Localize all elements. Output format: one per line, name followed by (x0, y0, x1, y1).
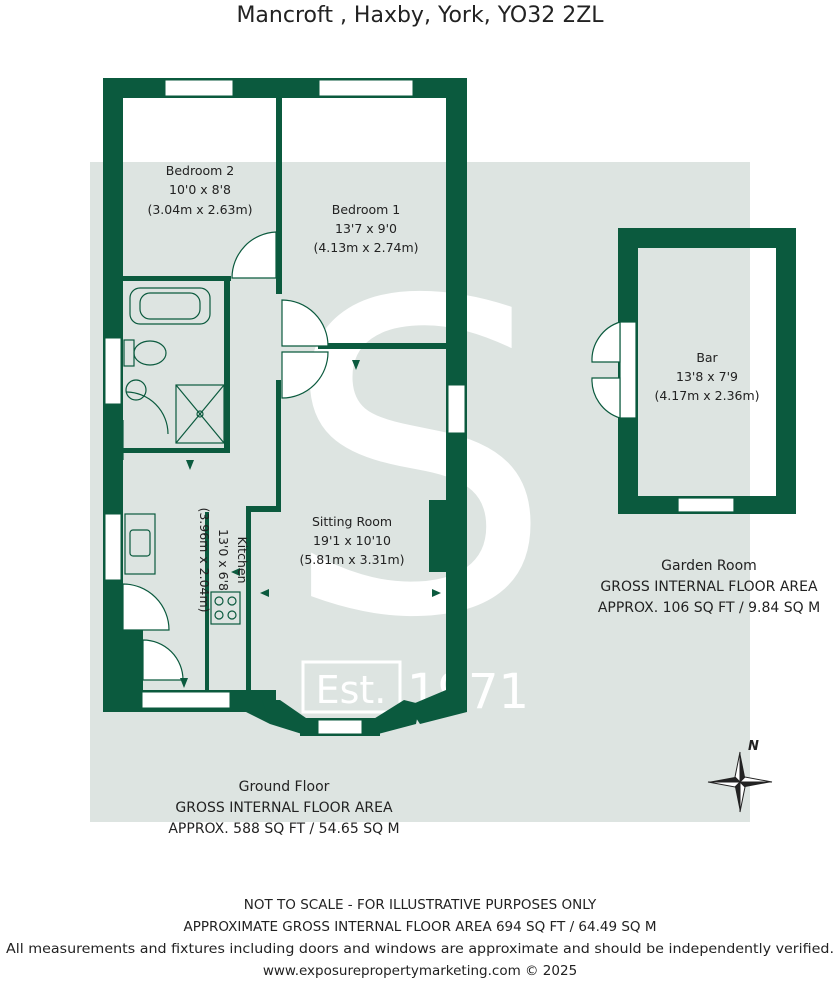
svg-text:APPROXIMATE GROSS INTERNAL FLO: APPROXIMATE GROSS INTERNAL FLOOR AREA 69… (184, 919, 657, 935)
svg-text:NOT TO SCALE - FOR ILLUSTRATIV: NOT TO SCALE - FOR ILLUSTRATIVE PURPOSES… (244, 897, 597, 913)
compass-north-label: N (748, 739, 759, 754)
svg-text:APPROX. 588 SQ FT / 54.65 SQ M: APPROX. 588 SQ FT / 54.65 SQ M (168, 821, 399, 837)
watermark-box (301, 660, 402, 714)
page-title: Mancroft , Haxby, York, YO32 2ZL (236, 3, 604, 28)
compass-rose-icon: N (707, 739, 773, 813)
svg-text:GROSS INTERNAL FLOOR AREA: GROSS INTERNAL FLOOR AREA (600, 579, 818, 595)
garden-room-area: Garden Room GROSS INTERNAL FLOOR AREA AP… (598, 558, 820, 616)
kitchen-fixtures (124, 513, 241, 625)
svg-text:(4.17m x 2.36m): (4.17m x 2.36m) (654, 388, 759, 403)
svg-text:APPROX. 106 SQ FT / 9.84 SQ M: APPROX. 106 SQ FT / 9.84 SQ M (598, 600, 820, 616)
svg-text:GROSS INTERNAL FLOOR AREA: GROSS INTERNAL FLOOR AREA (175, 800, 393, 816)
room-label-sitting-room: Sitting Room 19'1 x 10'10 (5.81m x 3.31m… (299, 514, 404, 567)
shower-tray-icon (175, 384, 225, 444)
svg-text:13'0 x 6'8: 13'0 x 6'8 (216, 529, 231, 591)
svg-text:(4.13m x 2.74m): (4.13m x 2.74m) (313, 240, 418, 255)
room-label-kitchen: Kitchen 13'0 x 6'8 (3.96m x 2.04m) (197, 507, 250, 612)
room-label-bedroom2: Bedroom 2 10'0 x 8'8 (3.04m x 2.63m) (147, 163, 252, 217)
svg-text:All measurements and fixtures: All measurements and fixtures including … (6, 941, 834, 957)
svg-text:Bedroom 1: Bedroom 1 (332, 202, 400, 217)
svg-text:(5.81m x 3.31m): (5.81m x 3.31m) (299, 552, 404, 567)
room-label-bedroom1: Bedroom 1 13'7 x 9'0 (4.13m x 2.74m) (313, 202, 418, 255)
watermark: S Est. 1971 (282, 212, 555, 720)
svg-text:Bar: Bar (696, 350, 718, 365)
svg-text:Ground Floor: Ground Floor (239, 779, 330, 795)
svg-text:10'0 x 8'8: 10'0 x 8'8 (169, 182, 231, 197)
svg-text:Garden Room: Garden Room (661, 558, 757, 574)
doors (122, 231, 329, 681)
sink-icon (124, 513, 156, 575)
svg-text:Bedroom 2: Bedroom 2 (166, 163, 234, 178)
watermark-est: Est. (316, 668, 387, 712)
svg-text:Kitchen: Kitchen (235, 537, 250, 584)
watermark-letter: S (282, 212, 555, 712)
ground-floor-area: Ground Floor GROSS INTERNAL FLOOR AREA A… (168, 779, 399, 837)
basin-icon (125, 379, 147, 401)
svg-text:13'8 x 7'9: 13'8 x 7'9 (676, 369, 738, 384)
hob-icon (210, 591, 241, 625)
bathtub-icon (129, 287, 211, 325)
ground-floor-windows (104, 79, 466, 735)
svg-text:(3.04m x 2.63m): (3.04m x 2.63m) (147, 202, 252, 217)
room-label-bar: Bar 13'8 x 7'9 (4.17m x 2.36m) (654, 350, 759, 403)
svg-text:13'7 x 9'0: 13'7 x 9'0 (335, 221, 397, 236)
garden-room-openings (591, 321, 735, 513)
svg-text:Sitting Room: Sitting Room (312, 514, 392, 529)
bathroom-fixtures (123, 287, 225, 444)
svg-text:19'1 x 10'10: 19'1 x 10'10 (313, 533, 391, 548)
toilet-icon (133, 340, 167, 366)
svg-text:(3.96m x 2.04m): (3.96m x 2.04m) (197, 507, 212, 612)
svg-text:www.exposurepropertymarketing.: www.exposurepropertymarketing.com © 2025 (263, 963, 577, 979)
footer: NOT TO SCALE - FOR ILLUSTRATIVE PURPOSES… (6, 897, 834, 979)
entry-arrows (180, 360, 441, 688)
